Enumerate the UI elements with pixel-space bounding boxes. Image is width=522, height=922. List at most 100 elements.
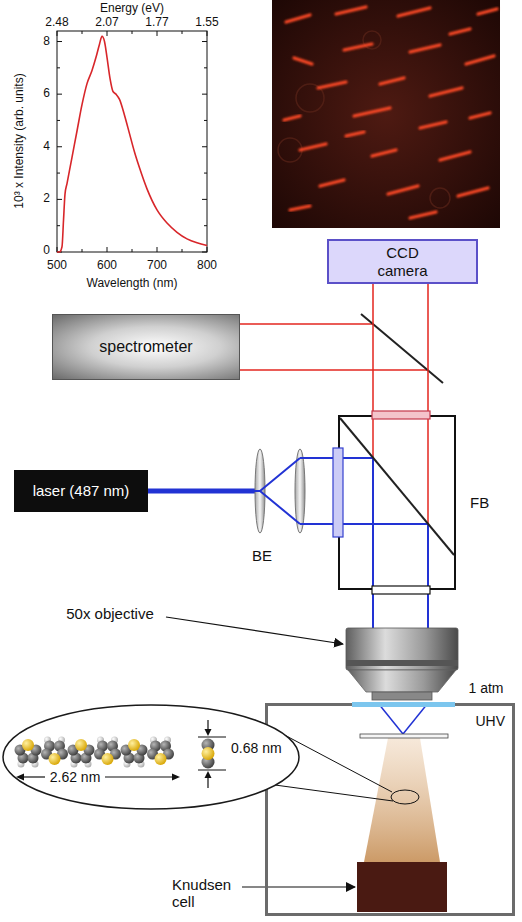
- fluorescent-wire: [430, 88, 462, 96]
- spectrometer-box-label: spectrometer: [99, 338, 192, 356]
- objective-band: [346, 660, 458, 666]
- emission-beam: [427, 415, 429, 524]
- part-label: 50x objective: [66, 606, 154, 623]
- fluorescent-wire: [354, 108, 390, 116]
- tick-mark: [57, 146, 62, 147]
- tick-mark: [157, 31, 158, 36]
- vacuum-chamber-label: UHV: [475, 713, 505, 729]
- molecule-inset-label: 0.68 nm: [231, 740, 282, 756]
- tick-mark: [57, 67, 60, 68]
- leader-arrow: [242, 886, 355, 887]
- objective-nose: [372, 692, 432, 700]
- deposition: [260, 703, 448, 862]
- tick-label: 4: [43, 140, 50, 153]
- dimension-line: [105, 776, 176, 777]
- tick-mark: [202, 252, 207, 253]
- emission-beam: [240, 323, 373, 325]
- fluorescent-wire: [410, 212, 436, 218]
- tick-label: 8: [43, 35, 50, 48]
- zoom-spot: [391, 790, 419, 804]
- tick-mark: [202, 41, 207, 42]
- fluorescent-wire: [372, 150, 396, 156]
- tick-mark: [57, 94, 62, 95]
- tick-label: 600: [97, 259, 117, 272]
- fluorescent-wire: [290, 206, 310, 210]
- objective-body: [346, 628, 458, 670]
- vacuum-chamber: UHVKnudsen cell: [265, 703, 515, 916]
- fluorescent-wire: [466, 56, 494, 64]
- tick-mark: [157, 247, 158, 252]
- fluorescent-wire: [380, 78, 404, 84]
- tick-mark: [57, 199, 62, 200]
- fluorescent-wire: [410, 45, 440, 52]
- tick-mark: [204, 67, 207, 68]
- emission-beam: [240, 369, 428, 371]
- fluorescent-wire: [346, 132, 364, 136]
- fluorescence-image: [272, 0, 500, 228]
- tick-mark: [182, 31, 183, 34]
- image-ground: [272, 0, 500, 228]
- tick-mark: [57, 41, 62, 42]
- spectrometer-box: spectrometer: [52, 314, 240, 380]
- fluorescent-wire: [440, 152, 470, 160]
- fluorescent-wire: [300, 144, 326, 150]
- sulfur-atom: [155, 753, 167, 765]
- tick-label: 2.48: [45, 16, 68, 29]
- fluorescent-wire: [470, 113, 490, 118]
- knudsen-cell-label: Knudsen cell: [172, 876, 256, 911]
- laser-beam: [427, 524, 429, 628]
- laser-beam: [148, 458, 338, 524]
- molecular-beam: [364, 738, 440, 862]
- fluorescent-wire: [344, 44, 372, 50]
- tick-mark: [107, 31, 108, 36]
- tick-mark: [57, 173, 60, 174]
- laser-box: laser (487 nm): [14, 470, 148, 512]
- tick-label: 1.77: [145, 16, 168, 29]
- fluorescent-wire: [286, 15, 310, 22]
- fluorescent-wire: [336, 7, 366, 14]
- sulfur-atom: [128, 739, 140, 751]
- pressure-label: 1 atm: [468, 681, 503, 696]
- fluorescent-wire: [318, 82, 346, 88]
- fluorescent-wire: [478, 9, 497, 14]
- emission-beam: [372, 415, 374, 458]
- fluorescent-wire: [284, 116, 300, 120]
- axis-title: Wavelength (nm): [87, 277, 178, 290]
- excitation-filter: [333, 448, 343, 537]
- emission-filter: [372, 411, 430, 419]
- leader-arrow: [166, 617, 343, 644]
- sulfur-atom: [75, 739, 87, 751]
- tick-label: 700: [147, 259, 167, 272]
- tick-mark: [202, 199, 207, 200]
- sulfur-atom: [22, 739, 34, 751]
- tick-mark: [57, 120, 60, 121]
- dimension-arrowhead: [205, 729, 212, 736]
- molecule: [15, 737, 215, 769]
- axis-title: Energy (eV): [100, 2, 164, 15]
- axis-title: 10³ x Intensity (arb. units): [13, 73, 26, 208]
- emission-beam: [373, 284, 428, 415]
- fluorescent-wire: [420, 122, 446, 128]
- dimension-marks: [16, 720, 226, 788]
- exit-window: [372, 586, 430, 594]
- sulfur-atom: [102, 753, 114, 765]
- tick-label: 6: [43, 87, 50, 100]
- molecule-inset-outline: [2, 704, 300, 810]
- spectrum-chart: [57, 31, 207, 252]
- molecule-inset-label: 2.62 nm: [50, 769, 101, 785]
- spectrum-curve: [57, 36, 207, 252]
- tick-mark: [57, 31, 58, 36]
- viewport-window: [352, 702, 455, 707]
- zoom-line: [275, 785, 393, 801]
- dimension-arrowhead: [205, 771, 212, 778]
- tick-mark: [57, 225, 60, 226]
- objective-taper: [348, 670, 456, 692]
- fluorescent-wire: [320, 180, 344, 186]
- tick-label: 2.07: [95, 16, 118, 29]
- fluorescent-wire: [450, 29, 470, 34]
- dimension-line: [198, 770, 226, 771]
- part-label: BE: [252, 548, 272, 565]
- laser-box-label: laser (487 nm): [33, 482, 130, 499]
- dimension-arrowhead: [172, 774, 180, 781]
